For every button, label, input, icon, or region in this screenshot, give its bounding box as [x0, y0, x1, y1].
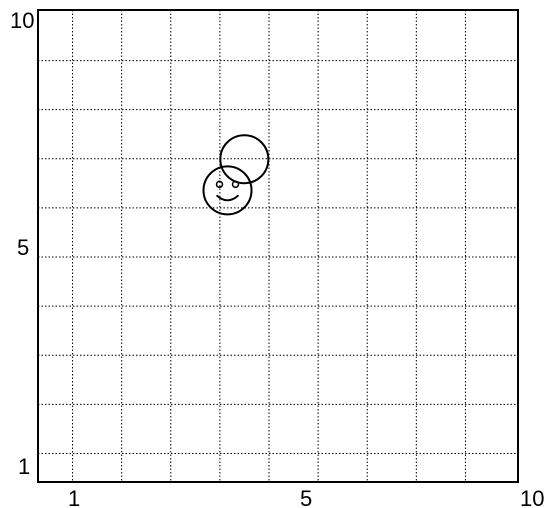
empty-circle-marker[interactable] — [219, 134, 270, 185]
smiley-mouth — [215, 194, 240, 202]
grid-lines — [38, 10, 518, 482]
circle-outline — [219, 134, 270, 185]
x-axis-label-10: 10 — [520, 486, 544, 508]
x-axis-label-5: 5 — [300, 486, 312, 508]
pieces-layer — [202, 134, 270, 216]
smiley-right-eye — [231, 180, 240, 189]
x-axis-label-1: 1 — [68, 486, 80, 508]
smiley-face-outline — [202, 165, 253, 216]
y-axis-label-10: 10 — [10, 8, 34, 33]
board-border — [37, 9, 519, 483]
smiley-left-eye — [215, 180, 224, 189]
smiley-face-piece[interactable] — [202, 165, 253, 216]
y-axis-label-5: 5 — [17, 235, 29, 260]
y-axis-label-1: 1 — [18, 454, 30, 479]
